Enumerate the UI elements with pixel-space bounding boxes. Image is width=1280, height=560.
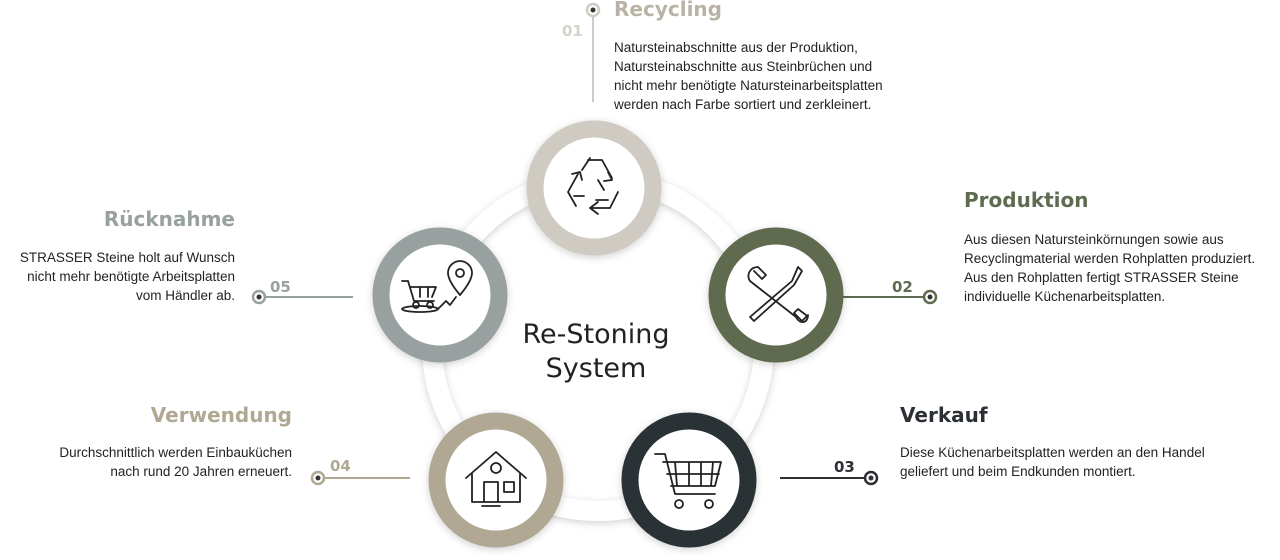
desc-line: Natursteinabschnitte aus Steinbrüchen un… — [614, 59, 873, 74]
step-title-verwendung: Verwendung — [150, 403, 292, 427]
recycling-ring — [526, 120, 662, 256]
step-number-02: 02 — [892, 278, 913, 296]
desc-line: Recyclingmaterial werden Rohplatten prod… — [964, 251, 1256, 266]
desc-line: Aus diesen Natursteinkörnungen sowie aus — [964, 232, 1224, 247]
step-description-ruecknahme: STRASSER Steine holt auf Wunsch nicht me… — [20, 248, 235, 305]
desc-line: Diese Küchenarbeitsplatten werden an den… — [900, 445, 1205, 460]
step-description-verwendung: Durchschnittlich werden Einbauküchen nac… — [59, 443, 292, 481]
verwendung-ring — [428, 412, 564, 548]
step-description-verkauf: Diese Küchenarbeitsplatten werden an den… — [900, 443, 1205, 481]
desc-line: Natursteinabschnitte aus der Produktion, — [614, 40, 858, 55]
center-title: Re-Stoning System — [498, 318, 694, 386]
tools-icon — [747, 266, 809, 323]
desc-line: Durchschnittlich werden Einbauküchen — [59, 445, 292, 460]
desc-line: vom Händler ab. — [135, 288, 235, 303]
shopping-cart-icon — [654, 453, 722, 509]
step-number-05: 05 — [270, 278, 291, 296]
step-description-recycling: Natursteinabschnitte aus der Produktion,… — [614, 38, 883, 114]
step-number-03: 03 — [834, 458, 855, 476]
desc-line: werden nach Farbe sortiert und zerkleine… — [614, 97, 872, 112]
step-number-01: 01 — [562, 22, 583, 40]
step-number-04: 04 — [330, 457, 351, 475]
step-title-ruecknahme: Rücknahme — [103, 207, 235, 231]
desc-line: nach rund 20 Jahren erneuert. — [110, 464, 292, 479]
step-title-recycling: Recycling — [614, 0, 722, 21]
step-title-produktion: Produktion — [964, 188, 1089, 212]
desc-line: geliefert und beim Endkunden montiert. — [900, 464, 1136, 479]
desc-line: nicht mehr benötigte Arbeitsplatten — [27, 269, 235, 284]
desc-line: nicht mehr benötigte Natursteinarbeitspl… — [614, 78, 883, 93]
desc-line: STRASSER Steine holt auf Wunsch — [19, 250, 235, 265]
desc-line: individuelle Küchenarbeitsplatten. — [964, 289, 1166, 304]
recycle-icon — [567, 157, 619, 215]
step-title-verkauf: Verkauf — [900, 403, 988, 427]
ruecknahme-ring — [372, 227, 508, 363]
center-title-line: System — [545, 353, 647, 384]
step-description-produktion: Aus diesen Natursteinkörnungen sowie aus… — [964, 230, 1255, 306]
cart-location-icon — [401, 260, 473, 313]
house-icon — [465, 451, 527, 507]
center-title-line: Re-Stoning — [522, 319, 670, 350]
desc-line: Aus den Rohplatten fertigt STRASSER Stei… — [964, 270, 1239, 285]
connector-lines — [251, 2, 938, 486]
